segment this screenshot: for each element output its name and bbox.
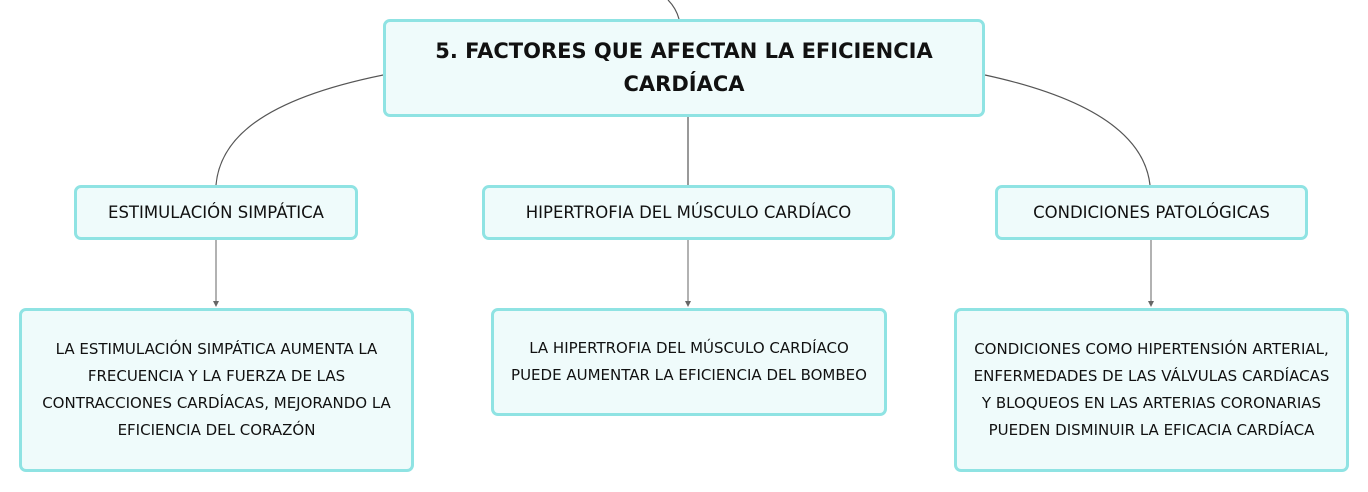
- detail-node-text: LA ESTIMULACIÓN SIMPÁTICA AUMENTA LA FRE…: [42, 340, 391, 439]
- root-node-label: 5. FACTORES QUE AFECTAN LA EFICIENCIA CA…: [435, 39, 933, 96]
- branch-node-label: ESTIMULACIÓN SIMPÁTICA: [108, 203, 324, 222]
- detail-node-sympathetic-stimulation[interactable]: LA ESTIMULACIÓN SIMPÁTICA AUMENTA LA FRE…: [19, 308, 414, 472]
- connector-parent-to-root: [667, 0, 680, 20]
- detail-node-text: LA HIPERTROFIA DEL MÚSCULO CARDÍACO PUED…: [511, 339, 867, 384]
- branch-node-label: CONDICIONES PATOLÓGICAS: [1033, 203, 1270, 222]
- connector-root-to-branch-3: [984, 74, 1151, 186]
- branch-node-pathological-conditions[interactable]: CONDICIONES PATOLÓGICAS: [995, 185, 1308, 240]
- connector-root-to-branch-1: [215, 74, 384, 186]
- root-node[interactable]: 5. FACTORES QUE AFECTAN LA EFICIENCIA CA…: [383, 19, 985, 117]
- branch-node-cardiac-hypertrophy[interactable]: HIPERTROFIA DEL MÚSCULO CARDÍACO: [482, 185, 895, 240]
- detail-node-pathological-conditions[interactable]: CONDICIONES COMO HIPERTENSIÓN ARTERIAL, …: [954, 308, 1349, 472]
- branch-node-label: HIPERTROFIA DEL MÚSCULO CARDÍACO: [525, 203, 852, 222]
- detail-node-cardiac-hypertrophy[interactable]: LA HIPERTROFIA DEL MÚSCULO CARDÍACO PUED…: [491, 308, 887, 416]
- branch-node-sympathetic-stimulation[interactable]: ESTIMULACIÓN SIMPÁTICA: [74, 185, 358, 240]
- detail-node-text: CONDICIONES COMO HIPERTENSIÓN ARTERIAL, …: [973, 340, 1330, 439]
